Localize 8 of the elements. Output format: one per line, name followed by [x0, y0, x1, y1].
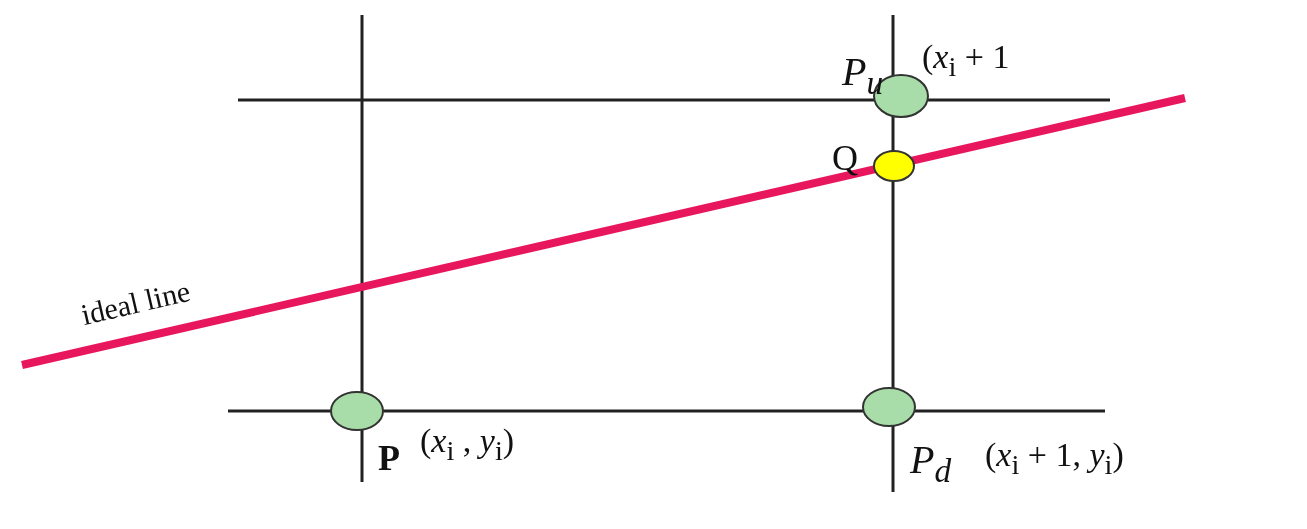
point-label: P$_{d}$ [910, 440, 952, 488]
point-label: Q [832, 140, 858, 176]
point-label: P [378, 440, 400, 476]
coordinate-label: (x$_{i}$ , y$_{i}$) [420, 424, 515, 466]
coordinate-label: (x$_{i}$ + 1 [922, 40, 1010, 82]
point-label: P$_{u}$ [842, 52, 884, 100]
coordinate-label: (x$_{i}$ + 1, y$_{i}$) [985, 438, 1124, 480]
line-label: ideal line [78, 275, 193, 330]
